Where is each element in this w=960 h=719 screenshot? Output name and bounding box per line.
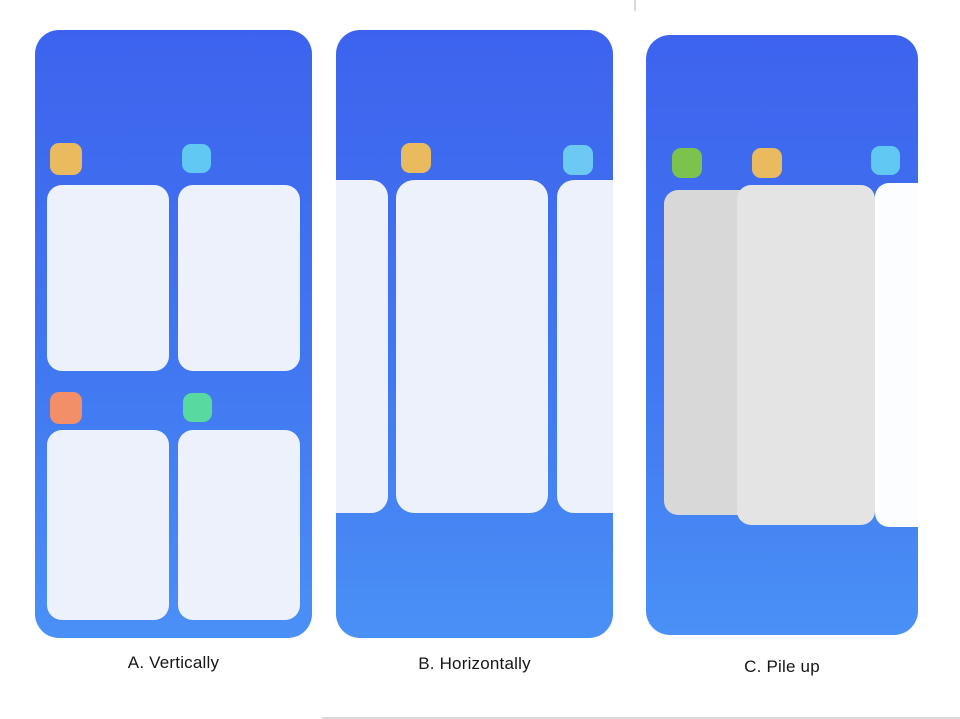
app-card — [47, 430, 169, 620]
app-card — [178, 185, 300, 371]
bottom-divider-line — [322, 717, 960, 719]
green-app-icon — [672, 148, 702, 178]
phone-mockup-horizontally — [336, 30, 613, 638]
top-divider-line — [634, 0, 636, 11]
app-card — [396, 180, 548, 513]
app-card-middle — [737, 185, 875, 525]
app-card — [336, 180, 388, 513]
option-c-label: C. Pile up — [744, 657, 820, 676]
option-b-label: B. Horizontally — [418, 654, 531, 673]
cyan-app-icon — [563, 145, 593, 175]
yellow-app-icon — [50, 143, 82, 175]
cyan-app-icon — [871, 146, 900, 175]
app-card — [557, 180, 613, 513]
yellow-app-icon — [752, 148, 782, 178]
green-app-icon — [183, 393, 212, 422]
app-card-front — [875, 183, 918, 527]
orange-app-icon — [50, 392, 82, 424]
option-a-label: A. Vertically — [127, 653, 220, 672]
phone-mockup-vertically — [35, 30, 312, 638]
app-card — [47, 185, 169, 371]
phone-mockup-pile-up — [646, 35, 918, 635]
app-card — [178, 430, 300, 620]
yellow-app-icon — [401, 143, 431, 173]
cyan-app-icon — [182, 144, 211, 173]
